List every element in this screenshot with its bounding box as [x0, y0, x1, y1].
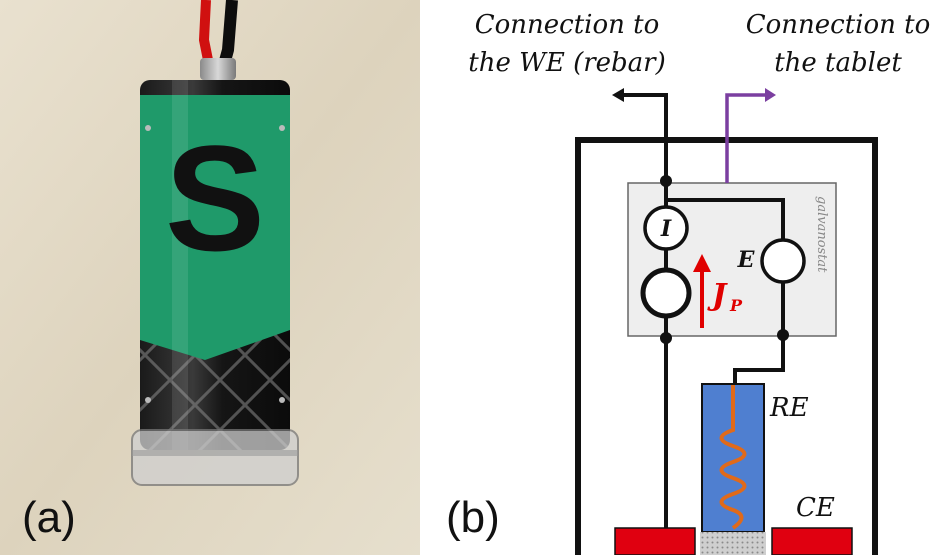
reference-coil	[719, 385, 747, 530]
device-logo-letter: S	[165, 114, 265, 282]
circuit-diagram-panel: Connection to the WE (rebar) Connection …	[430, 0, 938, 556]
current-meter-label: I	[660, 216, 672, 242]
voltmeter-label: E	[737, 247, 756, 273]
connection-we-line2: the WE (rebar)	[468, 48, 666, 78]
porous-frit	[700, 532, 766, 555]
galvanostat-label: galvanostat	[814, 196, 829, 273]
voltmeter	[760, 238, 806, 284]
we-wire	[620, 93, 668, 555]
circuit-diagram: Connection to the WE (rebar) Connection …	[468, 10, 931, 556]
we-arrowhead	[612, 88, 624, 102]
counter-electrode-right	[771, 527, 853, 556]
tablet-arrowhead	[765, 88, 776, 102]
reference-electrode-label: RE	[769, 393, 809, 423]
re-wire	[733, 335, 785, 385]
current-source	[640, 267, 692, 319]
sensor-photo: S	[0, 0, 420, 555]
junction-bottom	[660, 332, 672, 344]
panel-a-label: (a)	[22, 493, 76, 542]
junction-top	[660, 175, 672, 187]
connection-we-line1: Connection to	[475, 10, 660, 40]
current-density-label: J	[707, 278, 728, 313]
current-density-subscript: P	[729, 296, 743, 315]
current-density-arrowhead	[693, 254, 711, 272]
current-meter	[643, 205, 689, 251]
panel-b-label: (b)	[446, 493, 500, 542]
connector	[200, 58, 236, 80]
sensor-photo-panel: S (a)	[0, 0, 420, 555]
connection-tablet-line1: Connection to	[746, 10, 931, 40]
counter-electrode-label: CE	[796, 493, 835, 523]
counter-electrode-left	[614, 527, 696, 556]
bottom-cap	[131, 429, 299, 486]
junction-right	[777, 329, 789, 341]
tablet-wire	[725, 93, 768, 183]
green-sticker	[140, 95, 290, 360]
connection-tablet-line2: the tablet	[774, 48, 902, 78]
